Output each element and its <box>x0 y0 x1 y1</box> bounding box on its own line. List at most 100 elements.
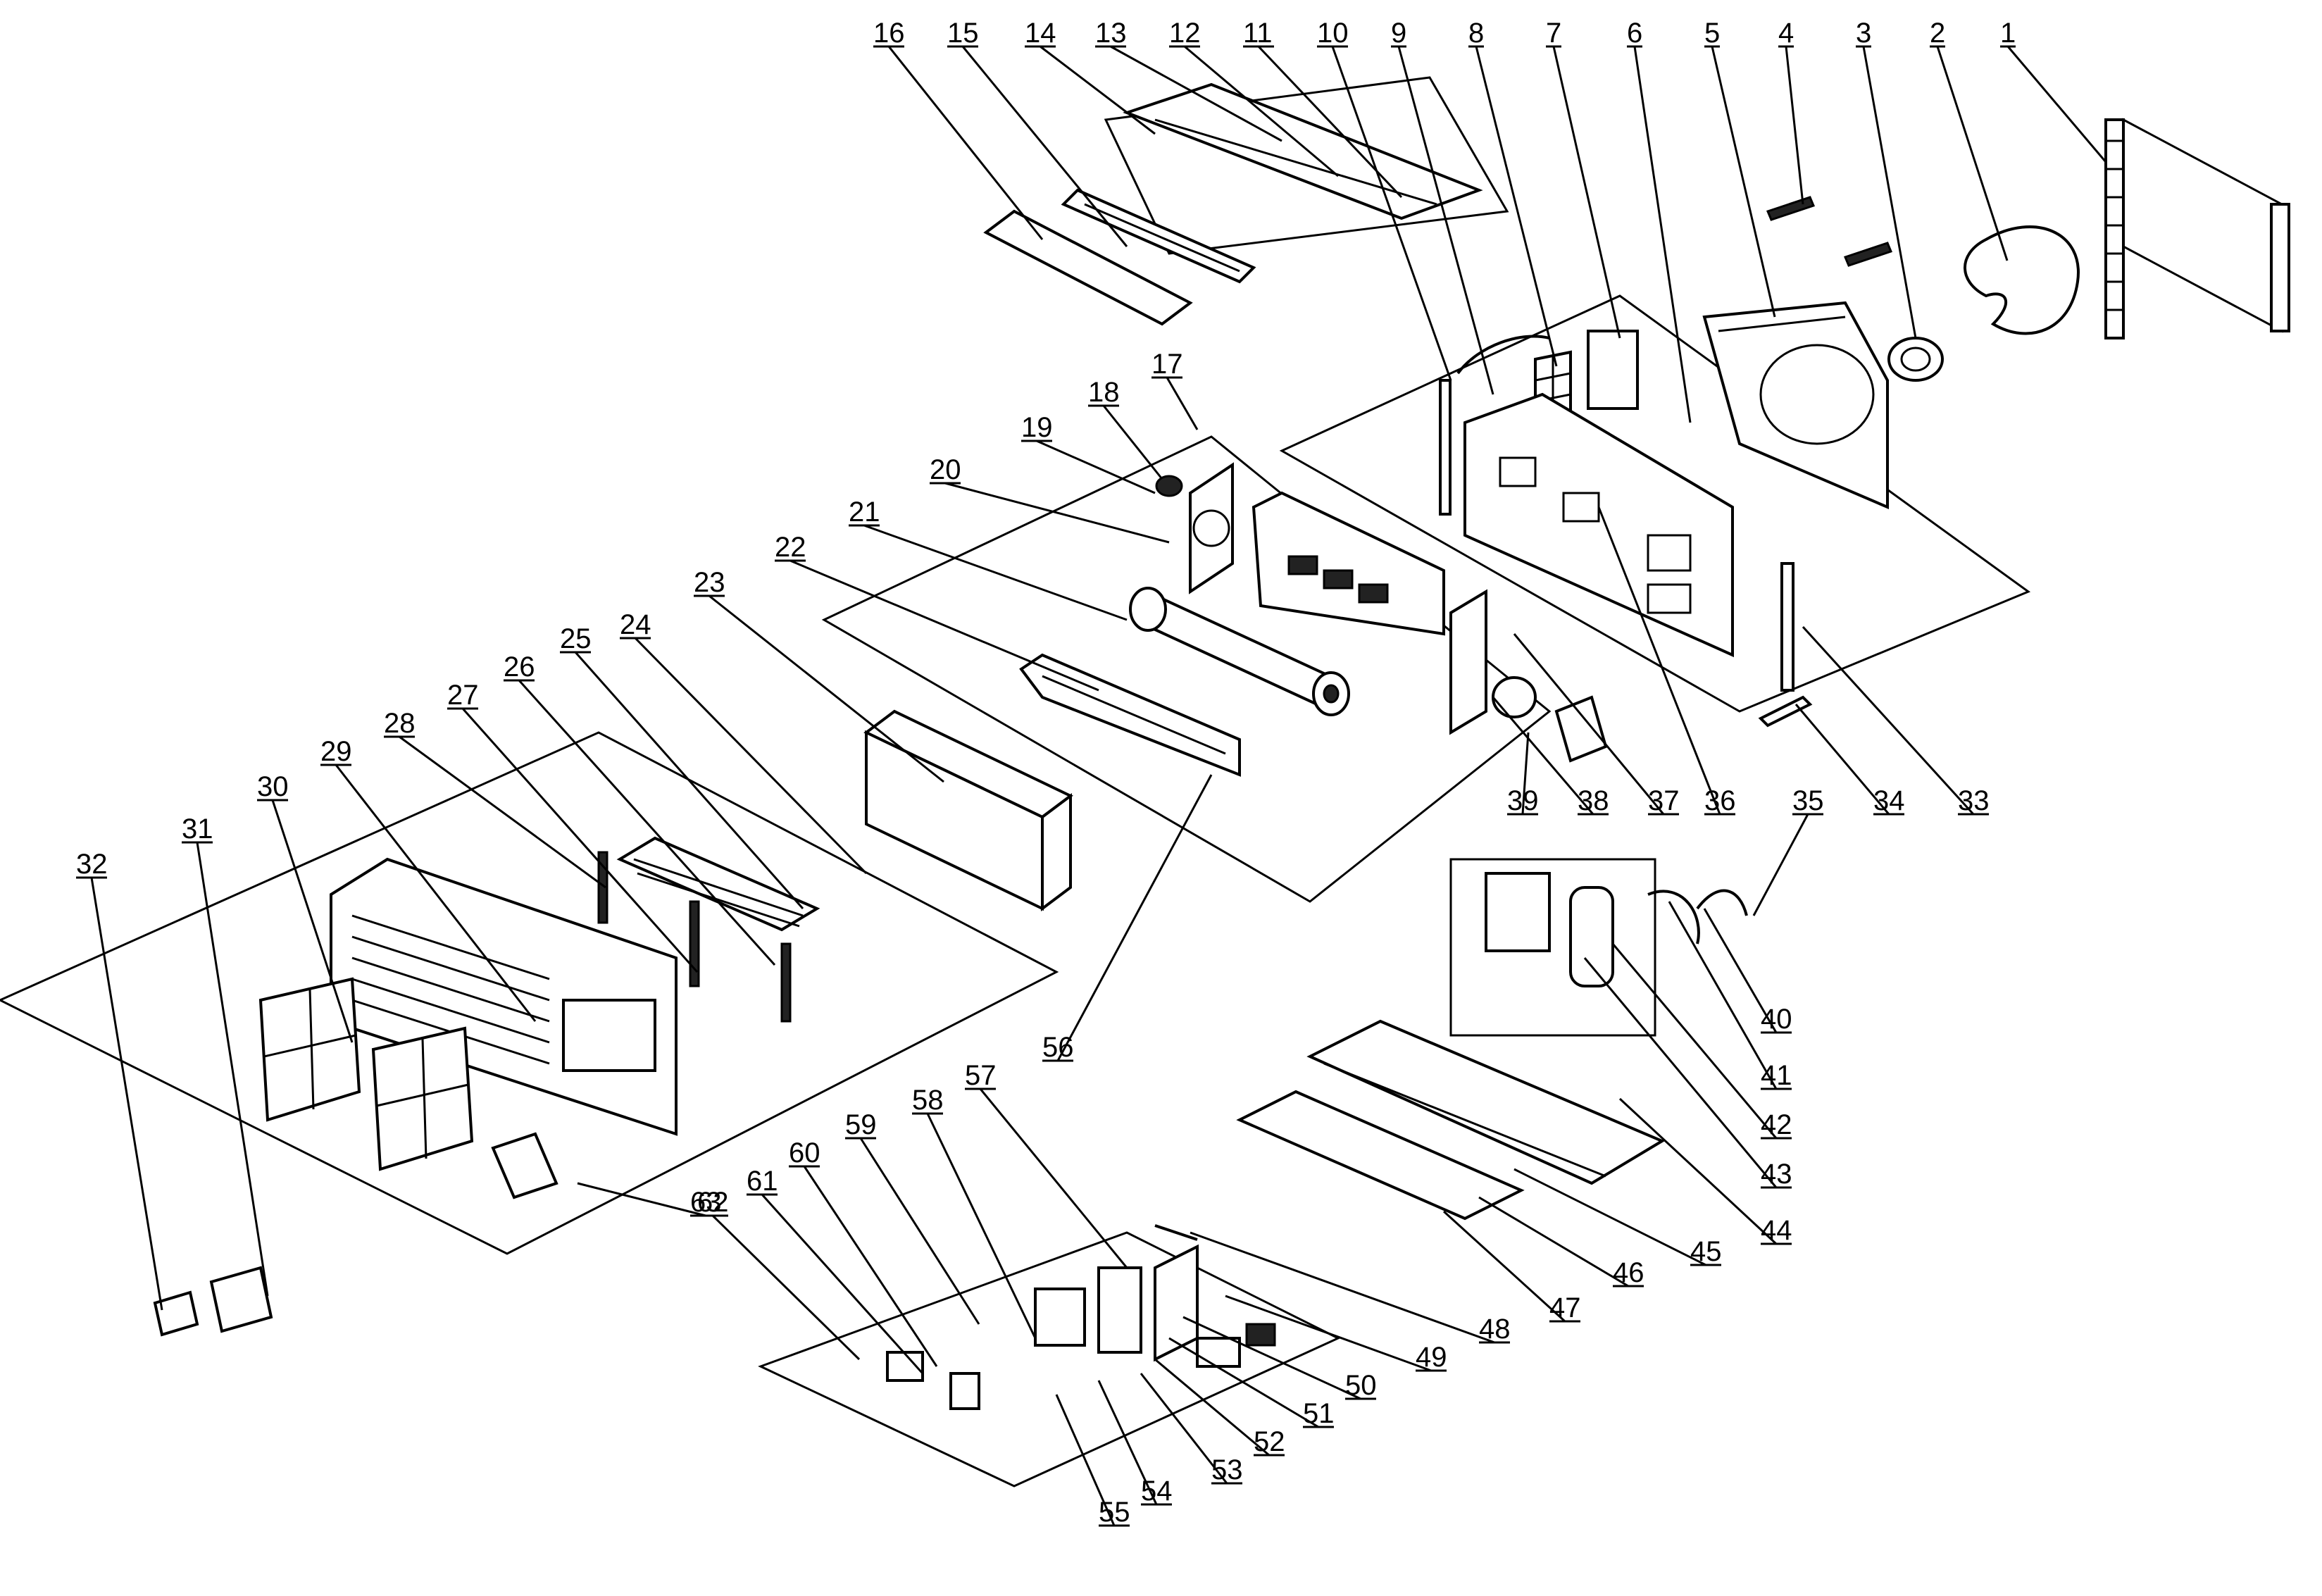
blower-motor-mount <box>1449 589 1608 763</box>
callout-47: 47 <box>1549 1292 1581 1323</box>
leader-line-29 <box>335 764 537 1022</box>
leader-line-27 <box>461 708 699 973</box>
callout-36: 36 <box>1704 785 1736 816</box>
leader-line-21 <box>863 524 1128 621</box>
callout-62: 62 <box>697 1187 729 1218</box>
leader-line-47 <box>1442 1210 1566 1323</box>
leader-line-17 <box>1166 377 1199 430</box>
leader-line-43 <box>1583 957 1778 1188</box>
callout-3: 3 <box>1856 18 1871 49</box>
leader-line-50 <box>1182 1316 1361 1400</box>
electrical-components <box>886 1244 1276 1410</box>
blower-wheel <box>1129 587 1350 716</box>
leader-line-4 <box>1785 46 1804 205</box>
leader-line-22 <box>789 559 1099 692</box>
leader-line-40 <box>1703 908 1778 1033</box>
callout-30: 30 <box>257 771 289 802</box>
leader-line-15 <box>961 46 1128 247</box>
leader-line-25 <box>574 652 804 909</box>
remote-controls <box>153 1266 273 1337</box>
callout-1: 1 <box>2000 18 2016 49</box>
scroll-housing <box>1019 653 1241 777</box>
callout-59: 59 <box>845 1109 877 1140</box>
callout-7: 7 <box>1546 18 1561 49</box>
callout-19: 19 <box>1021 412 1053 443</box>
refrigerant-tube <box>1696 889 1748 916</box>
callout-44: 44 <box>1761 1215 1792 1246</box>
access-door <box>491 1132 558 1199</box>
leader-line-28 <box>399 735 606 889</box>
leader-line-49 <box>1225 1295 1432 1372</box>
heater-frame <box>863 709 1073 911</box>
air-filters <box>258 977 474 1171</box>
leader-line-20 <box>944 482 1170 544</box>
bulkhead-partition <box>1463 392 1734 658</box>
callout-6: 6 <box>1627 18 1642 49</box>
callout-5: 5 <box>1704 18 1720 49</box>
callout-26: 26 <box>504 652 535 682</box>
leader-line-24 <box>634 637 868 875</box>
leader-lines <box>76 45 2107 1527</box>
leader-line-11 <box>1257 45 1403 199</box>
fan-blade <box>1964 225 2080 335</box>
callout-4: 4 <box>1778 18 1794 49</box>
callout-28: 28 <box>384 708 416 739</box>
wiring-harness <box>1456 335 1550 375</box>
leader-line-41 <box>1668 901 1778 1090</box>
leader-line-57 <box>979 1088 1128 1268</box>
leader-line-5 <box>1711 46 1776 318</box>
callout-15: 15 <box>947 18 979 49</box>
callout-17: 17 <box>1151 349 1183 380</box>
callout-31: 31 <box>182 813 213 844</box>
leader-line-33 <box>1802 625 1975 816</box>
leader-line-34 <box>1794 704 1890 815</box>
callout-29: 29 <box>320 736 352 767</box>
callout-9: 9 <box>1391 18 1406 49</box>
callout-23: 23 <box>694 567 725 598</box>
callout-13: 13 <box>1095 18 1127 49</box>
leader-line-42 <box>1611 943 1778 1139</box>
leader-line-19 <box>1036 439 1156 494</box>
evaporator-coil <box>1251 491 1445 636</box>
callout-49: 49 <box>1416 1342 1447 1373</box>
callout-24: 24 <box>620 609 651 640</box>
leader-line-35 <box>1752 813 1809 916</box>
leader-line-2 <box>1936 46 2009 261</box>
callout-46: 46 <box>1613 1257 1644 1288</box>
leader-line-55 <box>1055 1394 1116 1526</box>
callout-40: 40 <box>1761 1004 1792 1035</box>
callout-52: 52 <box>1254 1426 1285 1457</box>
leader-line-26 <box>518 679 776 966</box>
leader-line-13 <box>1110 45 1282 142</box>
leader-line-61 <box>761 1193 924 1375</box>
leader-line-36 <box>1597 506 1721 815</box>
sensor-lead <box>1154 1224 1198 1241</box>
leader-line-31 <box>196 842 269 1297</box>
leader-line-60 <box>803 1166 938 1367</box>
callout-11: 11 <box>1243 18 1273 49</box>
air-deflector-grille <box>1061 188 1256 284</box>
side-brackets <box>1439 379 1813 728</box>
callout-labels: 1234567891011121314151617181920212223242… <box>76 18 2016 1528</box>
callout-27: 27 <box>447 680 479 711</box>
callout-10: 10 <box>1317 18 1349 49</box>
callout-56: 56 <box>1042 1032 1074 1063</box>
callout-60: 60 <box>789 1137 820 1168</box>
callout-50: 50 <box>1345 1370 1377 1401</box>
discharge-grille <box>616 836 820 932</box>
air-louver <box>983 209 1193 326</box>
callout-57: 57 <box>965 1060 997 1091</box>
callout-25: 25 <box>560 623 592 654</box>
callout-22: 22 <box>775 532 806 563</box>
leader-line-32 <box>90 877 163 1311</box>
leader-line-52 <box>1154 1358 1270 1457</box>
leader-line-12 <box>1184 45 1339 177</box>
leader-line-39 <box>1521 732 1530 815</box>
leader-line-9 <box>1397 46 1494 395</box>
assembly-planes <box>0 76 2031 1488</box>
fan-brackets <box>1766 196 1893 267</box>
leader-line-48 <box>1190 1231 1495 1344</box>
callout-20: 20 <box>930 454 961 485</box>
leader-line-59 <box>859 1137 980 1325</box>
